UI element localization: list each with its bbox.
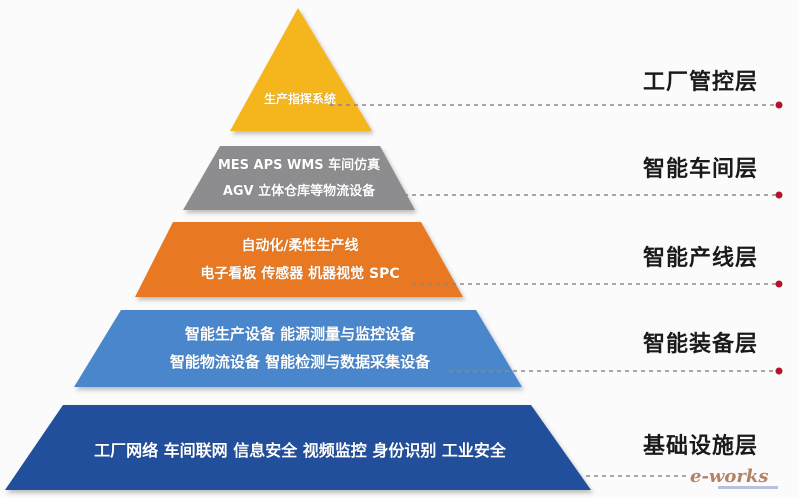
level-1-label: 工厂管控层 — [643, 70, 759, 95]
level-4-text: 智能生产设备 能源测量与监控设备 智能物流设备 智能检测与数据采集设备 — [100, 320, 500, 376]
level-4-line-1: 智能生产设备 能源测量与监控设备 — [184, 325, 416, 343]
level-2-shape — [183, 146, 415, 210]
level-2-line-1: MES APS WMS 车间仿真 — [217, 158, 381, 173]
level-3-line-2: 电子看板 传感器 机器视觉 SPC — [200, 266, 400, 282]
level-5-shape — [5, 405, 591, 490]
level-2-dot — [775, 191, 783, 199]
level-5-label: 基础设施层 — [643, 434, 759, 459]
level-4-label: 智能装备层 — [643, 332, 759, 357]
level-3-text: 自动化/柔性生产线 电子看板 传感器 机器视觉 SPC — [150, 232, 450, 288]
level-2-line-2: AGV 立体仓库等物流设备 — [222, 184, 376, 199]
level-3-line-1: 自动化/柔性生产线 — [241, 238, 359, 254]
level-1-line-1: 生产指挥系统 — [263, 92, 336, 106]
level-2-label: 智能车间层 — [643, 157, 759, 182]
level-3-shape — [135, 222, 463, 297]
level-2-text: MES APS WMS 车间仿真 AGV 立体仓库等物流设备 — [195, 153, 403, 205]
level-1-shape — [230, 8, 372, 131]
level-4-shape — [74, 310, 522, 387]
watermark-underline — [718, 486, 778, 489]
level-1-dot — [775, 101, 783, 109]
level-3-label: 智能产线层 — [643, 246, 759, 271]
level-5-text: 工厂网络 车间联网 信息安全 视频监控 身份识别 工业安全 — [40, 437, 560, 461]
level-1-text: 生产指挥系统 — [240, 90, 360, 107]
level-3-dot — [775, 280, 783, 288]
level-4-line-2: 智能物流设备 智能检测与数据采集设备 — [169, 353, 431, 371]
level-4-dot — [775, 367, 783, 375]
level-5-line-1: 工厂网络 车间联网 信息安全 视频监控 身份识别 工业安全 — [94, 441, 506, 460]
eworks-watermark: e-works — [690, 466, 769, 487]
